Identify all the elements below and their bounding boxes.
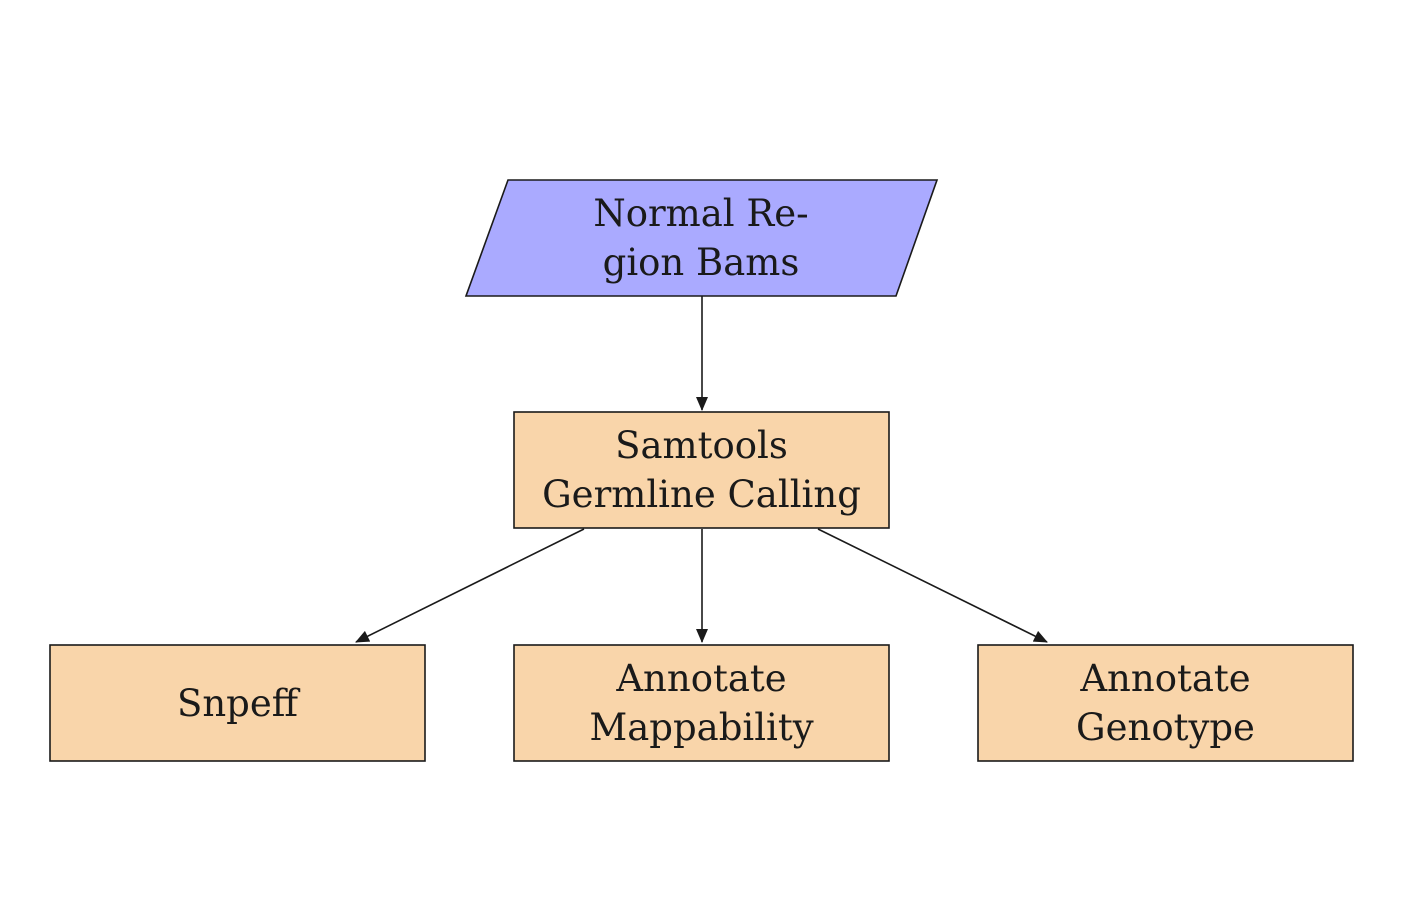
node-input-line1: Normal Re- [593,192,809,235]
node-mappability-line1: Annotate [616,657,787,700]
node-mappability-shape [513,644,890,762]
edge-calling-to-genotype [817,528,1048,643]
node-calling-line2: Germline Calling [542,473,861,516]
node-input-line2: gion Bams [602,241,800,284]
node-mappability-label: Annotate Mappability [514,645,889,761]
node-input-shape [464,179,939,297]
node-genotype-label: Annotate Genotype [978,645,1353,761]
node-snpeff-label: Snpeff [50,645,425,761]
edge-calling-to-snpeff [355,528,585,643]
node-mappability-line2: Mappability [589,706,814,749]
node-input-label: Normal Re- gion Bams [486,180,916,296]
node-genotype-shape [977,644,1354,762]
node-genotype-line2: Genotype [1076,706,1255,749]
node-snpeff-line1: Snpeff [176,681,299,725]
node-calling-shape [513,411,890,529]
node-snpeff-shape [49,644,426,762]
node-calling-line1: Samtools [615,424,788,467]
node-genotype-line1: Annotate [1080,657,1251,700]
node-calling-label: Samtools Germline Calling [514,412,889,528]
